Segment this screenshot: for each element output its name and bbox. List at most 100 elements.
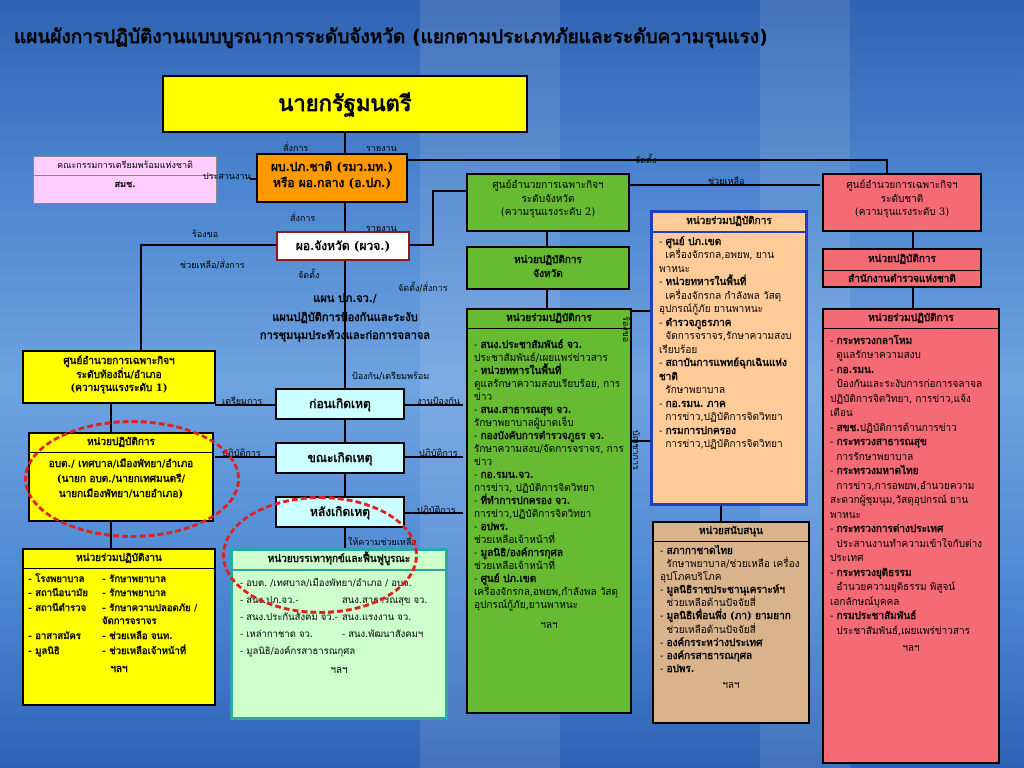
- list-item: - อปพร.ช่วยเหลือเจ้าหน้าที่: [474, 521, 555, 546]
- province-center-line2: ระดับจังหวัด: [521, 193, 575, 205]
- table-row: - มูลนิธิ/องค์กรสาธารณกุศล: [240, 646, 356, 658]
- plan-text-line3: การชุมนุมประท้วงและก่อการจลาจล: [259, 329, 431, 343]
- connector-line: [408, 159, 886, 161]
- list-item: - หน่วยทหารในพื้นที่ เครื่องจักรกล กำลัง…: [659, 277, 782, 315]
- list-item: - กรมประชาสัมพันธ์ ประชาสัมพันธ์,เผยแพร่…: [830, 611, 970, 637]
- national-joint-header: หน่วยร่วมปฏิบัติการ: [824, 310, 998, 329]
- list-item: - สขช.ปฏิบัติการด้านการข่าว: [830, 422, 957, 434]
- national-ops-line2: สำนักงานตำรวจแห่งชาติ: [848, 273, 956, 285]
- support-header: หน่วยสนับสนุน: [654, 523, 808, 542]
- label-operate3: ปฏิบัติการ: [417, 506, 456, 516]
- prime-minister-label: นายกรัฐมนตรี: [278, 91, 412, 117]
- table-row: - สถานีตำรวจ- รักษาความปลอดภัย /จัดการจร…: [28, 603, 198, 627]
- connector-line: [720, 505, 722, 521]
- prime-minister-box: นายกรัฐมนตรี: [162, 75, 528, 133]
- local-center-line1: ศูนย์อำนวยการเฉพาะกิจฯ: [63, 356, 175, 367]
- local-center-line3: (ความรุนแรงระดับ 1): [70, 383, 168, 394]
- table-row: - โรงพยาบาล- รักษาพยาบาล: [28, 573, 167, 585]
- connector-line: [215, 456, 275, 458]
- label-prepare: เตรียมการ: [222, 397, 263, 407]
- label-establish-order: จัดตั้ง/สั่งการ: [398, 284, 448, 294]
- highlight-circle: [222, 496, 418, 614]
- connector-line: [344, 260, 346, 388]
- local-joint-etc: ฯลฯ: [110, 664, 128, 676]
- connector-line: [344, 133, 346, 153]
- phase-during-box: ขณะเกิดเหตุ: [275, 442, 405, 474]
- central-command-line1: ผบ.ปภ.ชาติ (รมว.มท.): [270, 160, 393, 174]
- label-establish2: จัดตั้ง: [298, 271, 320, 281]
- province-joint-header: หน่วยร่วมปฏิบัติการ: [468, 310, 630, 329]
- connector-line: [140, 244, 142, 350]
- label-assist: ช่วยเหลือ: [708, 177, 745, 187]
- plan-text-line1: แผน ปภ.จว./: [313, 292, 377, 305]
- national-ops-line1: หน่วยปฏิบัติการ: [824, 250, 980, 271]
- province-director-box: ผอ.จังหวัด (ผวจ.): [276, 231, 410, 261]
- national-center-box: ศูนย์อำนวยการเฉพาะกิจฯ ระดับชาติ (ความรุ…: [822, 173, 982, 232]
- page-title: แผนผังการปฏิบัติงานแบบบูรณาการระดับจังหว…: [14, 26, 768, 48]
- list-item: - ตำรวจภูธรภาค จัดการจราจร,รักษาความสงบเ…: [659, 317, 792, 356]
- list-item: - องค์กรระหว่างประเทศ: [660, 637, 763, 649]
- local-center-box: ศูนย์อำนวยการเฉพาะกิจฯ ระดับท้องถิ่น/อำเ…: [22, 350, 216, 404]
- support-etc: ฯลฯ: [722, 680, 740, 692]
- list-item: - กระทรวงสาธารณสุข การรักษาพยาบาล: [830, 437, 927, 463]
- label-assist-order: ช่วยเหลือ/สั่งการ: [180, 261, 245, 271]
- connector-line: [886, 159, 888, 173]
- plan-text-line2: แผนปฏิบัติการป้องกันและระงับ: [272, 310, 418, 324]
- list-item: - กระทรวงการต่างประเทศ ประสานงานทำความเข…: [830, 524, 983, 564]
- list-item: - มูลนิธิ/องค์การกุศลช่วยเหลือเจ้าหน้าที…: [474, 547, 564, 572]
- connector-line: [546, 232, 548, 246]
- connector-line: [405, 512, 463, 514]
- list-item: - กระทรวงกลาโหม ดูแลรักษาความสงบ: [830, 335, 921, 362]
- list-item: - กระทรวงยุติธรรม อำนวยความยุติธรรม พิสู…: [830, 567, 956, 608]
- table-row: - สถานีอนามัย- รักษาพยาบาล: [28, 588, 167, 600]
- province-ops-box: หน่วยปฏิบัติการ จังหวัด: [466, 246, 630, 290]
- local-joint-header: หน่วยร่วมปฏิบัติงาน: [24, 550, 214, 569]
- label-operate2: ปฏิบัติการ: [419, 449, 458, 459]
- connector-line: [546, 290, 548, 308]
- list-item: - อปพร.: [660, 664, 695, 676]
- list-item: - สถาบันการแพทย์ฉุกเฉินแห่งชาติ รักษาพยา…: [659, 358, 787, 396]
- list-item: - มูลนิธิราชประชานุเคราะห์ฯ ช่วยเหลือด้า…: [660, 585, 785, 610]
- label-command: บัญชาการ: [630, 430, 640, 470]
- label-order2: สั่งการ: [290, 214, 316, 224]
- province-joint-etc: ฯลฯ: [540, 619, 558, 631]
- phase-before-box: ก่อนเกิดเหตุ: [275, 388, 405, 420]
- list-item: - ศูนย์ ปภ.เขตเครื่องจักรกล,อพยพ,กำลังพล…: [474, 573, 619, 611]
- region-joint-box: หน่วยร่วมปฏิบัติการ - ศูนย์ ปภ.เขต เครื่…: [650, 210, 808, 506]
- list-item: - กรมการปกครอง การข่าว,ปฏิบัติการจิตวิทย…: [659, 425, 783, 451]
- local-joint-box: หน่วยร่วมปฏิบัติงาน - โรงพยาบาล- รักษาพย…: [22, 548, 216, 706]
- list-item: - ที่ทำการปกครอง จว.การข่าว,ปฏิบัติการจิ…: [474, 495, 592, 520]
- province-director-label: ผอ.จังหวัด (ผวจ.): [295, 239, 391, 253]
- connector-line: [912, 232, 914, 248]
- local-joint-table: - โรงพยาบาล- รักษาพยาบาล - สถานีอนามัย- …: [27, 573, 211, 660]
- highlight-circle: [24, 420, 240, 538]
- table-row: - อาสาสมัคร- ช่วยเหลือ จนท.: [28, 630, 173, 642]
- province-joint-box: หน่วยร่วมปฏิบัติการ - สนง.ประชาสัมพันธ์ …: [466, 308, 632, 714]
- list-item: - สนง.ประชาสัมพันธ์ จว.ประชาสัมพันธ์/เผย…: [474, 339, 608, 364]
- list-item: - มูลนิธิเพื่อนพึ่ง (ภา) ยามยาก ช่วยเหลื…: [660, 611, 791, 636]
- committee-box: คณะกรรมการเตรียมพร้อมแห่งชาติ สมช.: [33, 156, 217, 204]
- connector-line: [110, 402, 112, 432]
- list-item: - กอ.รมน. ภาค การข่าว,ปฏิบัติการจิตวิทยา: [659, 398, 783, 424]
- local-center-line2: ระดับท้องถิ่น/อำเภอ: [76, 369, 162, 381]
- list-item: - องค์กรสาธารณกุศล: [660, 651, 753, 662]
- connector-line: [344, 420, 346, 442]
- list-item: - หน่วยทหารในพื้นที่ดูแลรักษาความสงบเรีย…: [474, 365, 621, 403]
- plan-text: แผน ปภ.จว./ แผนปฏิบัติการป้องกันและระงับ…: [250, 290, 440, 346]
- label-prevent-work: งานป้องกัน: [417, 397, 460, 407]
- list-item: - สนง.สาธารณสุข จว.รักษาพยาบาลผู้บาดเจ็บ: [474, 404, 574, 429]
- list-item: - กระทรวงมหาดไทย การข่าว,การอพยพ,อำนวยคว…: [830, 466, 975, 521]
- label-operate1: ปฏิบัติการ: [222, 449, 261, 459]
- province-center-line1: ศูนย์อำนวยการเฉพาะกิจฯ: [492, 180, 604, 191]
- connector-line: [344, 474, 346, 496]
- connector-line: [630, 184, 820, 186]
- province-center-box: ศูนย์อำนวยการเฉพาะกิจฯ ระดับจังหวัด (ควา…: [466, 173, 630, 232]
- connector-line: [912, 288, 914, 308]
- committee-line2: สมช.: [114, 180, 136, 191]
- label-report2: รายงาน: [366, 224, 397, 234]
- connector-line: [405, 404, 463, 406]
- connector-line: [344, 203, 346, 231]
- committee-line1: คณะกรรมการเตรียมพร้อมแห่งชาติ: [34, 157, 216, 177]
- national-center-line1: ศูนย์อำนวยการเฉพาะกิจฯ: [846, 180, 958, 191]
- national-joint-etc: ฯลฯ: [902, 643, 920, 654]
